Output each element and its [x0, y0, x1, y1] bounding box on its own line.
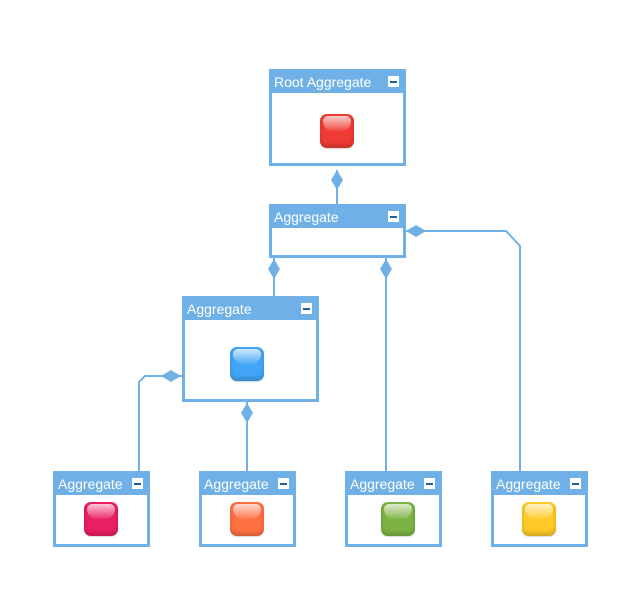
collapse-minus-icon[interactable] — [300, 302, 313, 315]
node-root[interactable]: Root Aggregate — [269, 69, 406, 166]
node-title: Aggregate — [496, 476, 561, 492]
composition-diamond — [241, 403, 253, 423]
connector-line — [406, 230, 521, 471]
composition-diamond — [161, 370, 181, 382]
node-title: Root Aggregate — [274, 74, 372, 90]
connector-line — [138, 375, 182, 471]
collapse-minus-icon[interactable] — [277, 477, 290, 490]
node-left[interactable]: Aggregate — [182, 296, 319, 402]
node-leaf-2[interactable]: Aggregate — [199, 471, 296, 547]
node-header[interactable]: Aggregate — [494, 474, 585, 495]
node-header[interactable]: Aggregate — [56, 474, 147, 495]
collapse-minus-icon[interactable] — [387, 75, 400, 88]
node-header[interactable]: Aggregate — [202, 474, 293, 495]
node-mid[interactable]: Aggregate — [269, 204, 406, 258]
color-swatch — [230, 347, 264, 381]
node-title: Aggregate — [187, 301, 252, 317]
node-leaf-3[interactable]: Aggregate — [345, 471, 442, 547]
collapse-minus-icon[interactable] — [131, 477, 144, 490]
color-swatch — [84, 502, 118, 536]
node-header[interactable]: Aggregate — [348, 474, 439, 495]
composition-diamond — [380, 259, 392, 279]
color-swatch — [522, 502, 556, 536]
collapse-minus-icon[interactable] — [423, 477, 436, 490]
color-swatch — [320, 114, 354, 148]
node-title: Aggregate — [58, 476, 123, 492]
node-title: Aggregate — [204, 476, 269, 492]
collapse-minus-icon[interactable] — [387, 210, 400, 223]
node-title: Aggregate — [350, 476, 415, 492]
node-header[interactable]: Aggregate — [185, 299, 316, 320]
composition-diamond — [268, 259, 280, 279]
node-title: Aggregate — [274, 209, 339, 225]
collapse-minus-icon[interactable] — [569, 477, 582, 490]
color-swatch — [381, 502, 415, 536]
node-leaf-4[interactable]: Aggregate — [491, 471, 588, 547]
node-leaf-1[interactable]: Aggregate — [53, 471, 150, 547]
node-header[interactable]: Root Aggregate — [272, 72, 403, 93]
node-header[interactable]: Aggregate — [272, 207, 403, 228]
composition-diamond — [406, 225, 426, 237]
color-swatch — [230, 502, 264, 536]
composition-diamond — [331, 170, 343, 190]
